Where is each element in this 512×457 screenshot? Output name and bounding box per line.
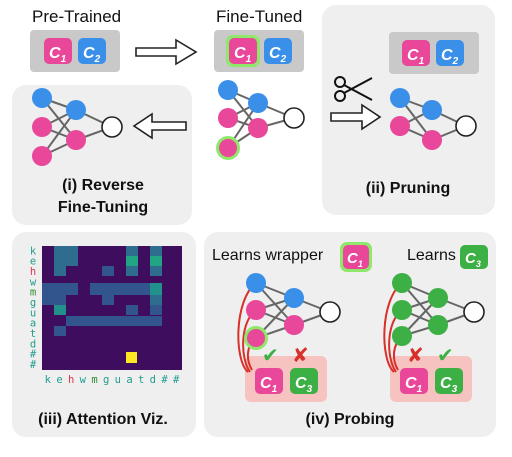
scissors-icon [334,76,373,102]
chip-c1-highlighted: C1 [226,35,260,67]
attention-col-token: u [115,374,121,386]
svg-text:C2: C2 [83,45,101,65]
pruning-title: (ii) Pruning [366,180,450,197]
attention-col-token: e [56,374,62,386]
chip-c2: C2 [436,40,464,67]
probe-network-left-nodes [244,273,341,350]
attention-row-token: # [30,359,37,371]
attention-row-token: u [30,307,36,319]
attention-col-token: m [91,374,97,386]
attention-row-token: t [30,328,36,340]
chip-c1-highlighted: C1 [340,242,372,272]
svg-text:C1: C1 [49,45,67,65]
attention-row-token: h [30,266,36,278]
attention-row-token: m [30,287,36,299]
reverse-finetuning-title-line2: Fine-Tuning [58,199,148,216]
attention-col-token: w [80,374,87,386]
chip-c2: C2 [78,38,106,65]
attention-row-token: a [30,318,36,330]
svg-text:C1: C1 [234,45,252,65]
attention-col-token: h [68,374,74,386]
chip-c3: C3 [290,368,318,395]
chip-c1: C1 [44,38,72,65]
finetuned-network-nodes [216,80,305,160]
attention-title: (iii) Attention Viz. [38,411,168,428]
pretrained-box [30,30,120,72]
chip-c2: C2 [264,38,292,65]
attention-col-token: # [161,374,168,386]
svg-text:C1: C1 [405,375,423,395]
svg-text:C1: C1 [407,47,425,67]
arrow-right-icon [330,103,382,131]
probing-title: (iv) Probing [306,411,395,428]
pretrained-label: Pre-Trained [32,7,121,26]
attention-row-token: # [30,349,37,361]
reverse-network-nodes [32,88,123,166]
learns-wrapper-label: Learns wrapper [212,247,324,264]
cross-icon: ✘ [407,343,424,367]
check-icon: ✔ [437,343,454,367]
check-icon: ✔ [262,343,279,367]
attention-row-token: g [30,297,36,309]
cross-icon: ✘ [292,343,309,367]
pruned-network-nodes [390,88,477,150]
svg-text:C1: C1 [347,250,363,269]
svg-text:C1: C1 [260,375,278,395]
probe-network-right-nodes [392,273,485,346]
attention-col-token: k [45,374,52,386]
attention-row-token: w [30,276,37,288]
svg-text:C2: C2 [269,45,287,65]
svg-text:C3: C3 [440,375,458,395]
svg-text:C3: C3 [295,375,313,395]
arrow-right-icon [135,38,198,66]
attention-col-token: # [173,374,180,386]
reverse-finetuning-title-line1: (i) Reverse [62,177,144,194]
attention-col-token: t [138,374,144,386]
svg-text:C3: C3 [465,250,481,269]
attention-col-token: a [126,374,132,386]
attention-row-token: k [30,245,37,257]
chip-c1: C1 [255,368,283,395]
attention-col-token: g [103,374,109,386]
svg-text:C2: C2 [441,47,459,67]
chip-c1: C1 [400,368,428,395]
chip-c3: C3 [435,368,463,395]
finetuned-label: Fine-Tuned [216,7,302,26]
arrow-left-icon [132,112,187,140]
attention-heatmap [42,246,182,370]
chip-c3: C3 [460,245,488,269]
attention-col-token: d [150,374,156,386]
attention-row-token: e [30,256,36,268]
learns-label: Learns [407,247,456,264]
chip-c1: C1 [402,40,430,67]
attention-row-token: d [30,338,36,350]
